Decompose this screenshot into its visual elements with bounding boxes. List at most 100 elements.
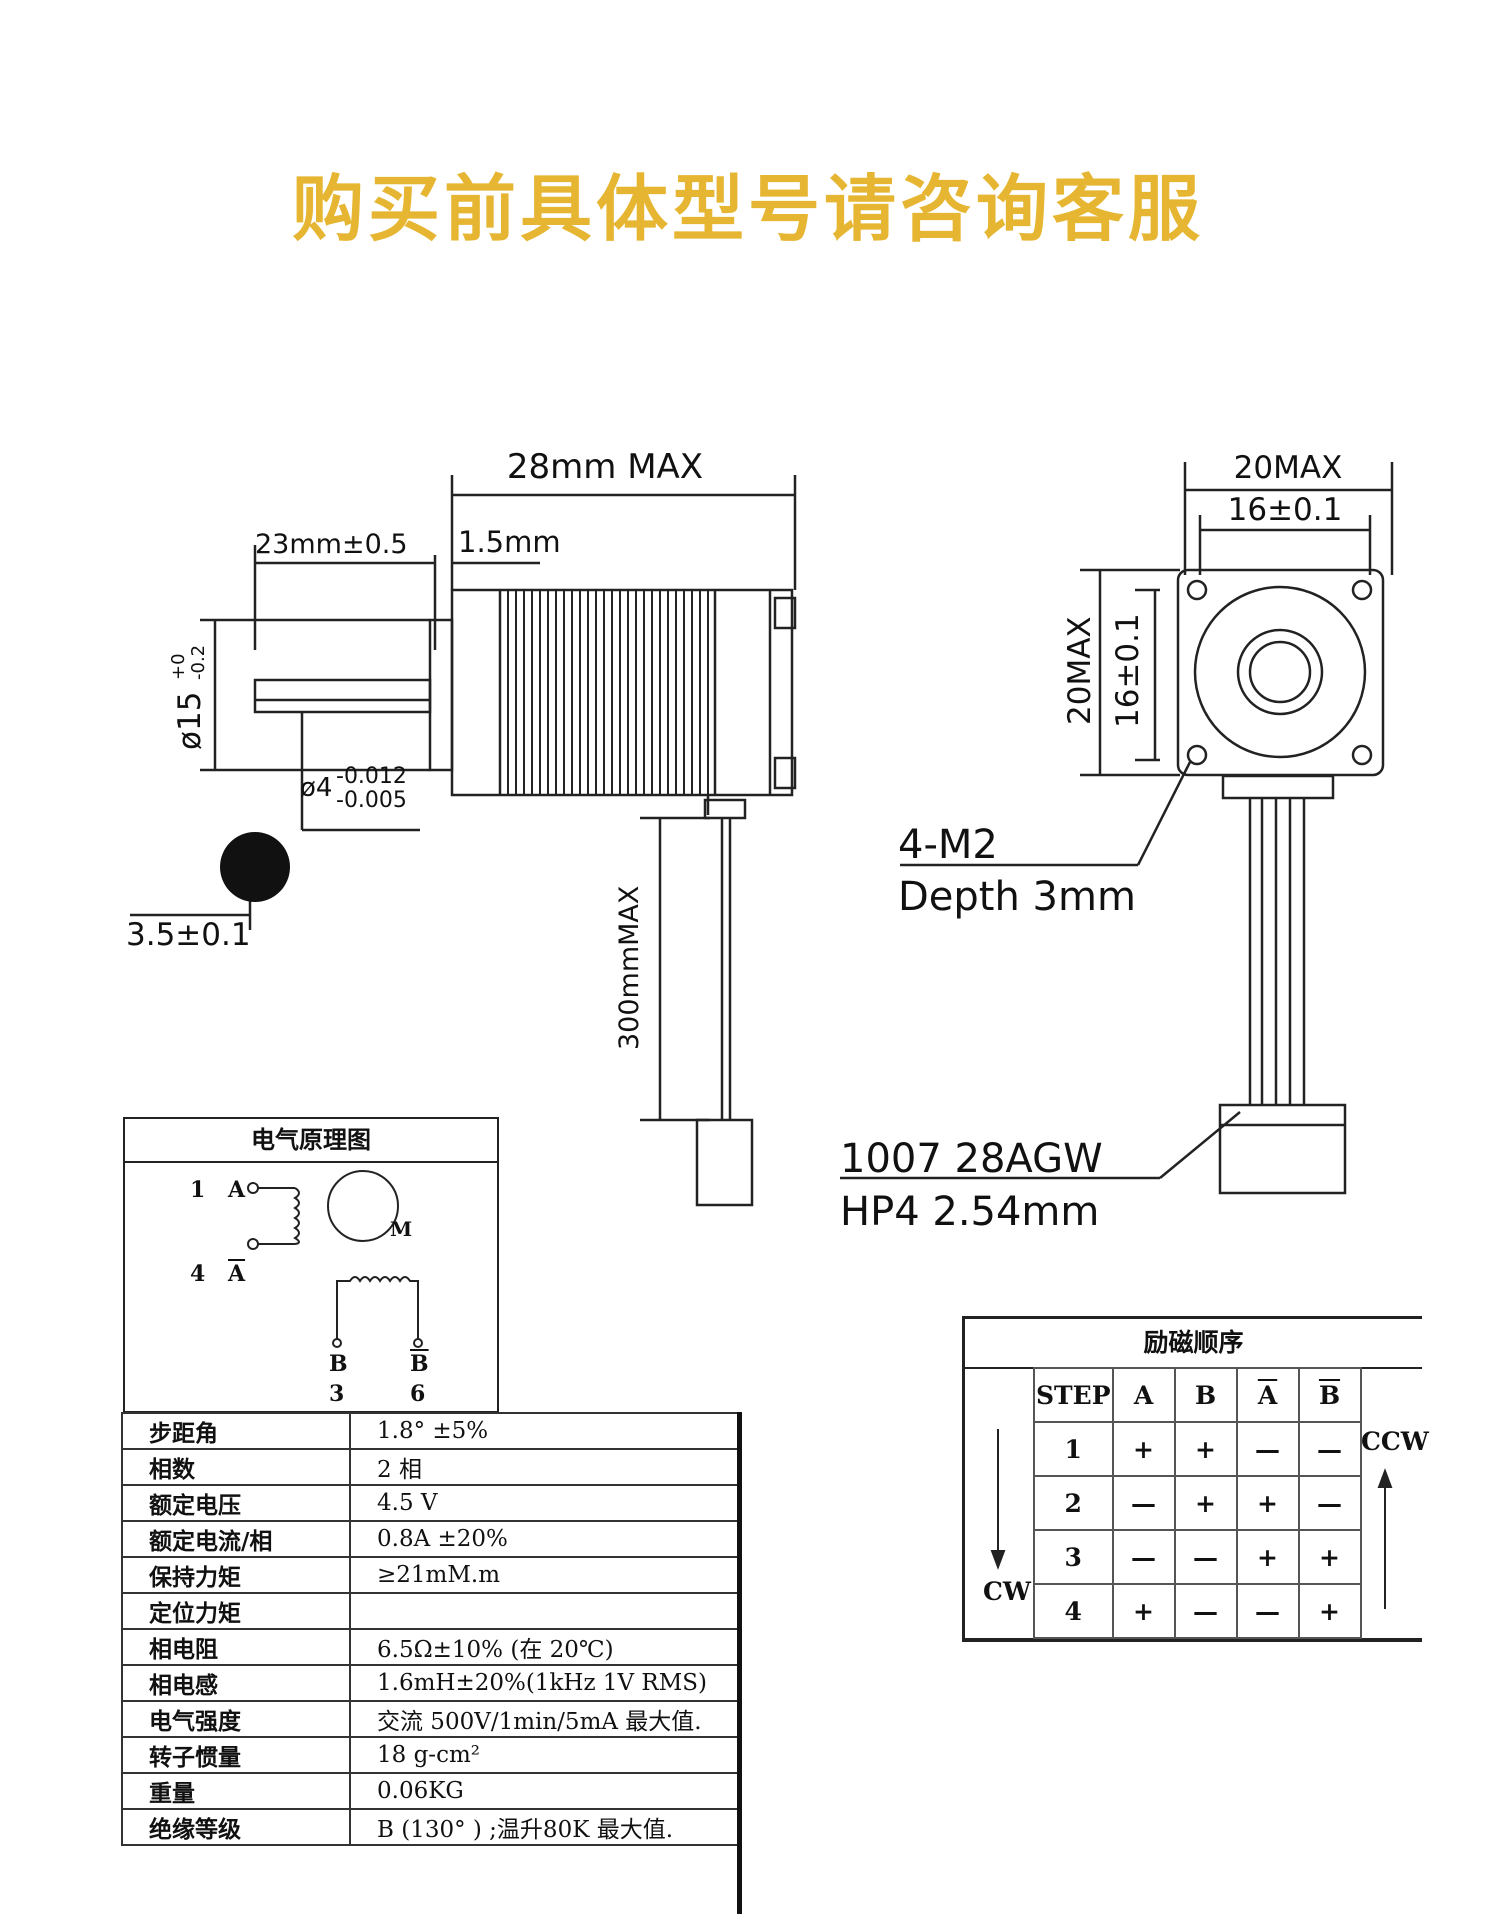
spec-key: 绝缘等级 (121, 1808, 351, 1846)
dim-shaft-diameter: ø4 (300, 773, 332, 803)
col-header: STEP (1033, 1367, 1114, 1423)
excitation-grid: STEP A B A B 1 + + — — 2 — + + — 3 — — +… (1033, 1367, 1362, 1639)
spec-key: 相数 (121, 1448, 351, 1486)
table-cell: + (1297, 1529, 1362, 1585)
dim-overall-length: 28mm MAX (507, 447, 703, 487)
dim-boss-length: 1.5mm (458, 525, 561, 559)
ccw-label: CCW (1361, 1427, 1429, 1456)
electrical-title: 电气原理图 (125, 1119, 497, 1163)
dim-boss-tol-plus: +0 (168, 653, 189, 680)
table-cell: + (1235, 1529, 1300, 1585)
direction-arrows (990, 1429, 1393, 1609)
spec-key: 定位力矩 (121, 1592, 351, 1630)
spec-key: 相电阻 (121, 1628, 351, 1666)
table-row: 4 + — — + (1033, 1583, 1362, 1639)
pin1-number: 1 (190, 1177, 206, 1203)
table-cell: 1 (1033, 1421, 1114, 1477)
table-cell: + (1111, 1421, 1176, 1477)
pinB-name: B (329, 1351, 348, 1377)
table-cell: + (1111, 1583, 1176, 1639)
table-cell: 4 (1033, 1583, 1114, 1639)
wire-spec: 1007 28AGW (840, 1136, 1103, 1182)
dim-boss-tol-minus: -0.2 (188, 645, 209, 680)
motor-label: M (390, 1217, 413, 1241)
spec-value: B (130° ) ;温升80K 最大值. (349, 1808, 741, 1846)
spec-value: 6.5Ω±10% (在 20℃) (349, 1628, 741, 1666)
spec-value: 4.5 V (349, 1484, 741, 1522)
spec-value (349, 1592, 741, 1630)
thread-depth: Depth 3mm (898, 874, 1136, 920)
connector-spec: HP4 2.54mm (840, 1189, 1099, 1235)
pin4-number: 4 (190, 1261, 206, 1287)
spec-key: 保持力矩 (121, 1556, 351, 1594)
spec-key: 电气强度 (121, 1700, 351, 1738)
dim-shaft-tol-lower: -0.005 (336, 788, 407, 813)
table-edge (737, 1412, 742, 1914)
dim-hole-spacing-v: 16±0.1 (1110, 613, 1146, 728)
table-cell: + (1173, 1475, 1238, 1531)
table-cell: — (1235, 1421, 1300, 1477)
spec-key: 步距角 (121, 1412, 351, 1450)
spec-value: ≥21mM.m (349, 1556, 741, 1594)
table-cell: — (1173, 1583, 1238, 1639)
pin1-name: A (228, 1177, 246, 1203)
dim-hole-spacing: 16±0.1 (1228, 492, 1343, 528)
spec-value: 0.06KG (349, 1772, 741, 1810)
spec-key: 相电感 (121, 1664, 351, 1702)
pinBbar-name: B (410, 1351, 429, 1377)
motor-symbol (327, 1170, 399, 1242)
table-cell: — (1173, 1529, 1238, 1585)
table-row: 1 + + — — (1033, 1421, 1362, 1477)
dim-shaft-tol-upper: -0.012 (336, 764, 407, 789)
col-header: B (1297, 1367, 1362, 1423)
table-cell: + (1235, 1475, 1300, 1531)
dim-flat: 3.5±0.1 (126, 917, 251, 953)
dim-boss-diameter: ø15 (172, 692, 208, 750)
spec-value: 0.8A ±20% (349, 1520, 741, 1558)
spec-value: 2 相 (349, 1448, 741, 1486)
table-row: 2 — + + — (1033, 1475, 1362, 1531)
table-cell: 2 (1033, 1475, 1114, 1531)
col-header: B (1173, 1367, 1238, 1423)
spec-key: 重量 (121, 1772, 351, 1810)
spec-value: 18 g-cm² (349, 1736, 741, 1774)
table-row: 电气强度交流 500V/1min/5mA 最大值. (121, 1700, 741, 1738)
spec-key: 转子惯量 (121, 1736, 351, 1774)
spec-key: 额定电流/相 (121, 1520, 351, 1558)
table-row: 3 — — + + (1033, 1529, 1362, 1585)
spec-key: 额定电压 (121, 1484, 351, 1522)
table-cell: + (1297, 1583, 1362, 1639)
thread-spec: 4-M2 (898, 822, 998, 868)
table-cell: — (1111, 1529, 1176, 1585)
dim-width-max: 20MAX (1234, 450, 1343, 486)
col-header: A (1235, 1367, 1300, 1423)
dim-lead-length: 300mmMAX (614, 886, 645, 1050)
table-cell: — (1111, 1475, 1176, 1531)
table-row: 保持力矩≥21mM.m (121, 1556, 741, 1594)
spec-value: 1.6mH±20%(1kHz 1V RMS) (349, 1664, 741, 1702)
excitation-table: 励磁顺序 STEP A B A B 1 + + — — 2 — + + — 3 … (962, 1316, 1429, 1642)
spec-value: 交流 500V/1min/5mA 最大值. (349, 1700, 741, 1738)
dim-height-max: 20MAX (1062, 616, 1098, 725)
pin4-name: A (228, 1261, 246, 1287)
table-cell: — (1297, 1421, 1362, 1477)
shaft-section-mark (220, 832, 290, 902)
table-cell: — (1297, 1475, 1362, 1531)
cw-label: CW (983, 1577, 1031, 1606)
col-header: A (1111, 1367, 1176, 1423)
table-row: 定位力矩 (121, 1592, 741, 1630)
table-cell: 3 (1033, 1529, 1114, 1585)
table-row: STEP A B A B (1033, 1367, 1362, 1423)
pinB-number: 3 (329, 1381, 345, 1407)
